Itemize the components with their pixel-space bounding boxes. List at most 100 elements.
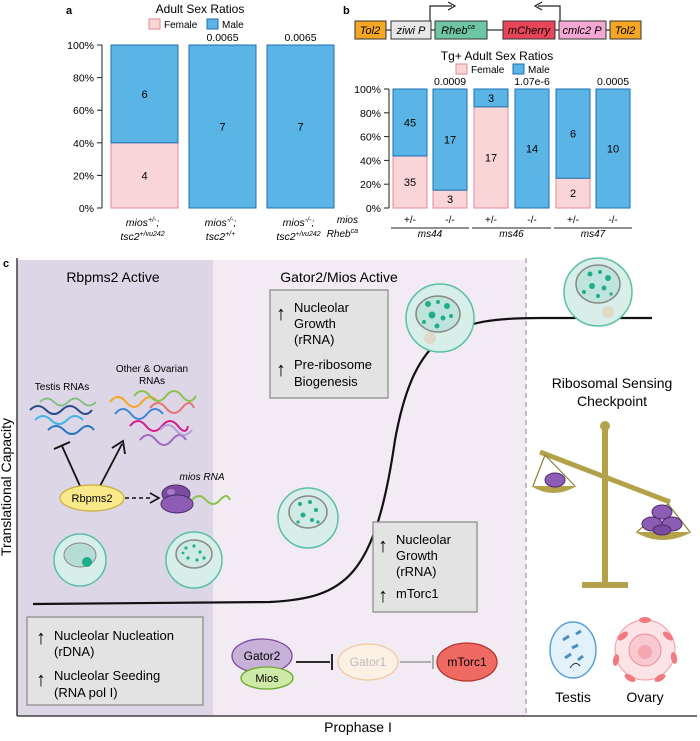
legend-male-label: Male bbox=[222, 20, 244, 31]
testis-rnas-label: Testis RNAs bbox=[35, 382, 89, 393]
legend-b-female-label: Female bbox=[471, 65, 505, 76]
top-box-line1: Nucleolar bbox=[294, 300, 350, 315]
male-bar-segment bbox=[266, 44, 335, 209]
female-bar-segment bbox=[555, 177, 591, 209]
ziwi-promoter-box bbox=[390, 20, 432, 40]
legend-male-swatch bbox=[206, 18, 219, 30]
other-ovarian-rnas: Other & Ovarian RNAs bbox=[109, 364, 197, 446]
panel-a-y-axis: 0%20%40%60%80%100% bbox=[67, 40, 103, 215]
category-label-line1: mios+/-; bbox=[126, 217, 160, 229]
panel-a-x-labels: mios+/-;tsc2+/vu242mios-/-;tsc2+/+mios-/… bbox=[120, 217, 320, 243]
mid-box-line3: (rRNA) bbox=[396, 564, 436, 579]
oocyte-stage-4-icon bbox=[405, 283, 475, 353]
male-count-label: 10 bbox=[607, 144, 619, 156]
panel-a-title: Adult Sex Ratios bbox=[156, 2, 245, 16]
female-count-label: 17 bbox=[485, 152, 497, 164]
y-tick-label: 80% bbox=[73, 73, 94, 85]
svg-text:↑: ↑ bbox=[378, 585, 388, 607]
male-count-label: 14 bbox=[526, 144, 538, 156]
oocyte-stage-2-icon bbox=[165, 531, 223, 589]
transgene-construct: Tol2 ziwi P Rhebca mCherry cmlc2 P Tol2 bbox=[354, 1, 642, 40]
female-count-label: 2 bbox=[570, 188, 576, 200]
mtorc1-label: mTorc1 bbox=[447, 655, 487, 669]
checkpoint-label-1: Ribosomal Sensing bbox=[552, 375, 673, 391]
rbpms2-regulation: Rbpms2 mios RNA bbox=[53, 439, 231, 514]
y-tick-label: 20% bbox=[73, 170, 94, 182]
testis-icon bbox=[549, 621, 597, 679]
seeding-line1: Nucleolar Seeding bbox=[54, 668, 160, 683]
panel-b: b Tol2 ziwi P Rhebca mCherry cmlc2 P Tol… bbox=[327, 1, 642, 240]
cmlc2-promoter-box bbox=[558, 20, 607, 40]
female-count-label: 35 bbox=[404, 177, 416, 189]
p-value-label: 0.0065 bbox=[206, 32, 238, 44]
rheb-line-label: ms46 bbox=[499, 229, 524, 240]
testis-rnas: Testis RNAs bbox=[29, 382, 97, 435]
other-rnas-label-1: Other & Ovarian bbox=[116, 364, 188, 375]
rheb-line-label: ms44 bbox=[418, 229, 443, 240]
male-count-label: 45 bbox=[404, 117, 416, 129]
testis-label: Testis bbox=[555, 689, 591, 705]
mios-node bbox=[240, 666, 294, 690]
legend-female-label: Female bbox=[164, 20, 198, 31]
mid-box-line2: Growth bbox=[396, 548, 438, 563]
panel-a-label: a bbox=[66, 5, 73, 17]
y-tick-label: 100% bbox=[354, 84, 381, 96]
mtorc1-node bbox=[436, 642, 498, 682]
male-count-label: 7 bbox=[297, 122, 303, 134]
oocyte-stage-3-icon bbox=[277, 487, 339, 549]
ziwi-promoter-label: ziwi P bbox=[396, 25, 426, 37]
oocyte-stage-5-icon bbox=[563, 257, 633, 327]
rbpms2-node-label: Rbpms2 bbox=[72, 493, 113, 505]
panel-b-label: b bbox=[343, 5, 350, 17]
category-label-line2: tsc2+/vu242 bbox=[120, 231, 164, 243]
nucleolar-growth-box-top: ↑ Nucleolar Growth (rRNA) ↑ Pre-ribosome… bbox=[269, 289, 389, 399]
rheb-label: Rhebca bbox=[441, 24, 475, 37]
category-label-line2: tsc2+/vu242 bbox=[276, 231, 320, 243]
panel-a: a Adult Sex Ratios Female Male 0%20%40%6… bbox=[66, 2, 335, 243]
gator-pathway: Gator2 Mios Gator1 mTorc1 bbox=[231, 638, 498, 690]
panel-b-title: Tg+ Adult Sex Ratios bbox=[441, 49, 553, 63]
rheb-box bbox=[434, 20, 488, 40]
mios-genotype-label: -/- bbox=[608, 215, 617, 226]
cmlc2-promoter-label: cmlc2 P bbox=[562, 25, 602, 37]
y-tick-label: 100% bbox=[67, 40, 94, 52]
mios-rna-label: mios RNA bbox=[179, 472, 224, 483]
mios-genotype-label: +/- bbox=[485, 215, 497, 226]
ziwi-arrow bbox=[429, 5, 452, 21]
panel-c-label: c bbox=[3, 258, 9, 270]
male-bar-segment bbox=[595, 88, 631, 209]
mios-row-label: mios bbox=[337, 215, 358, 226]
legend-b-male-swatch bbox=[512, 63, 525, 75]
c-y-axis-label: Translational Capacity bbox=[0, 418, 14, 556]
mios-genotype-label: -/- bbox=[445, 215, 454, 226]
male-count-label: 6 bbox=[141, 89, 147, 101]
gator1-node bbox=[337, 643, 399, 681]
y-tick-label: 60% bbox=[360, 132, 381, 144]
male-count-label: 3 bbox=[488, 93, 494, 105]
svg-text:↑: ↑ bbox=[36, 669, 46, 691]
top-box-line3: (rRNA) bbox=[294, 332, 334, 347]
p-value-label: 0.0005 bbox=[597, 76, 629, 88]
tol2-right-box bbox=[609, 20, 642, 40]
top-box-line4: Pre-ribosome bbox=[294, 357, 372, 372]
rbpms2-node bbox=[59, 484, 125, 512]
y-tick-label: 80% bbox=[360, 108, 381, 120]
seeding-line2: (RNA pol I) bbox=[54, 685, 118, 700]
category-label-line2: tsc2+/+ bbox=[206, 231, 235, 243]
p-value-label: 1.07e-6 bbox=[514, 76, 550, 88]
male-count-label: 17 bbox=[444, 135, 456, 147]
top-box-line2: Growth bbox=[294, 316, 336, 331]
female-count-label: 4 bbox=[141, 170, 147, 182]
male-bar-segment bbox=[392, 88, 428, 157]
translational-capacity-curve bbox=[32, 316, 652, 606]
ovary-label: Ovary bbox=[626, 689, 663, 705]
mios-genotype-label: +/- bbox=[404, 215, 416, 226]
y-tick-label: 0% bbox=[79, 203, 94, 215]
y-tick-label: 20% bbox=[360, 179, 381, 191]
svg-text:↑: ↑ bbox=[36, 627, 46, 649]
nucleation-line2: (rDNA) bbox=[54, 644, 94, 659]
p-value-label: 0.0009 bbox=[434, 76, 466, 88]
